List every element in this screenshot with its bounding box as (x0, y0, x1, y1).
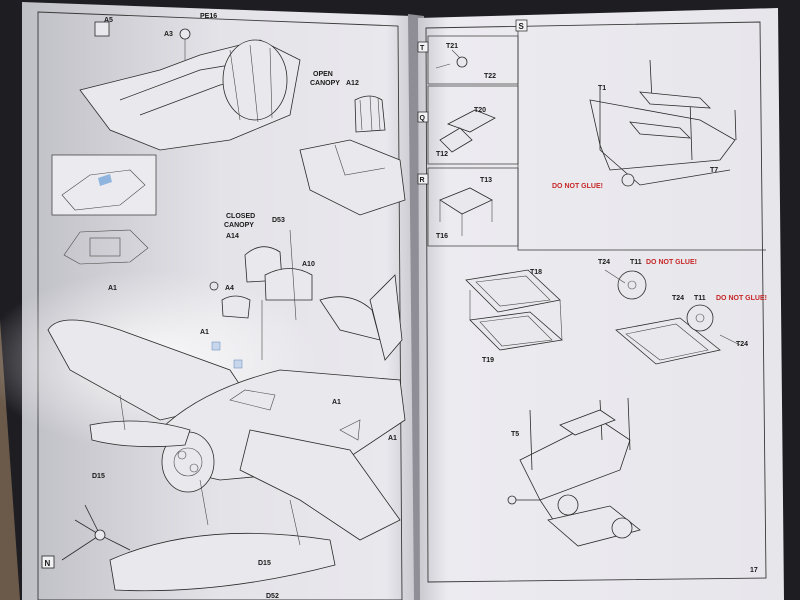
step-letter-t: T (420, 45, 425, 52)
beaching-stand-frame (589, 59, 737, 187)
label-t1: T1 (598, 85, 606, 92)
label-canopy-closed-2: CANOPY (224, 222, 254, 229)
wheel-t11-left (617, 270, 647, 300)
right-page-frame (425, 21, 767, 583)
label-t20: T20 (474, 107, 486, 114)
open-canopy-part (354, 95, 386, 133)
label-a1-mid: A1 (200, 329, 209, 336)
cockpit-drawing (79, 21, 301, 151)
seaplane-drawing (47, 274, 406, 592)
step-letter-r: R (420, 177, 425, 184)
right-page: S T Q R T21 T22 T20 T12 T13 T16 T1 (417, 8, 784, 600)
label-d52: D52 (266, 593, 279, 600)
label-t13: T13 (480, 177, 492, 184)
label-a14: A14 (226, 233, 239, 240)
label-t18: T18 (530, 269, 542, 276)
step-letter-n: N (45, 559, 51, 568)
left-float (89, 420, 191, 448)
label-a12: A12 (346, 80, 359, 87)
paint-swatch (211, 341, 221, 351)
label-open-1: OPEN (313, 71, 333, 78)
label-closed-1: CLOSED (226, 213, 255, 220)
label-canopy-open-2: CANOPY (310, 80, 340, 87)
canopy-part-a10 (264, 268, 313, 301)
label-a5: A5 (104, 17, 113, 24)
label-t24-a: T24 (598, 259, 610, 266)
label-d53: D53 (272, 217, 285, 224)
do-not-glue-warning: DO NOT GLUE! (716, 295, 767, 302)
label-t24-b: T24 (672, 295, 684, 302)
blue-part-highlight (98, 174, 112, 186)
right-wing (239, 429, 401, 541)
step-letter-s: S (519, 22, 525, 31)
label-t21: T21 (446, 43, 458, 50)
beaching-cart-drawing (604, 269, 741, 365)
label-a4: A4 (225, 285, 234, 292)
wheel-t11-right (686, 304, 714, 332)
part-t20 (447, 109, 496, 133)
step-letter-q: Q (420, 115, 426, 122)
page-number: 17 (750, 567, 758, 574)
label-t11-a: T11 (630, 259, 642, 266)
left-page: N A5 PE16 A3 OPEN CANOPY A12 CLOSED (0, 2, 418, 600)
label-t7: T7 (710, 167, 718, 174)
label-a1-top: A1 (108, 285, 117, 292)
label-pe16: PE16 (200, 13, 217, 20)
label-t19: T19 (482, 357, 494, 364)
marker-icon (209, 281, 219, 291)
label-a3: A3 (164, 31, 173, 38)
label-t22: T22 (484, 73, 496, 80)
paint-swatch (233, 359, 243, 369)
label-t16: T16 (436, 233, 448, 240)
part-t21 (456, 56, 468, 68)
part-a4 (221, 295, 251, 319)
label-a1-right: A1 (332, 399, 341, 406)
label-t12: T12 (436, 151, 448, 158)
label-t5: T5 (511, 431, 519, 438)
label-a10: A10 (302, 261, 315, 268)
label-t11-b: T11 (694, 295, 706, 302)
rudder (369, 274, 403, 361)
do-not-glue-warning: DO NOT GLUE! (646, 259, 697, 266)
label-d15-bottom: D15 (258, 560, 271, 567)
label-a1-far: A1 (388, 435, 397, 442)
do-not-glue-warning: DO NOT GLUE! (552, 183, 603, 190)
inset-box-top (51, 154, 157, 216)
stand-assembly-drawing (507, 397, 641, 547)
label-d15-left: D15 (92, 473, 105, 480)
label-t24-c: T24 (736, 341, 748, 348)
fuselage-detail (299, 139, 406, 216)
main-float (109, 532, 336, 592)
